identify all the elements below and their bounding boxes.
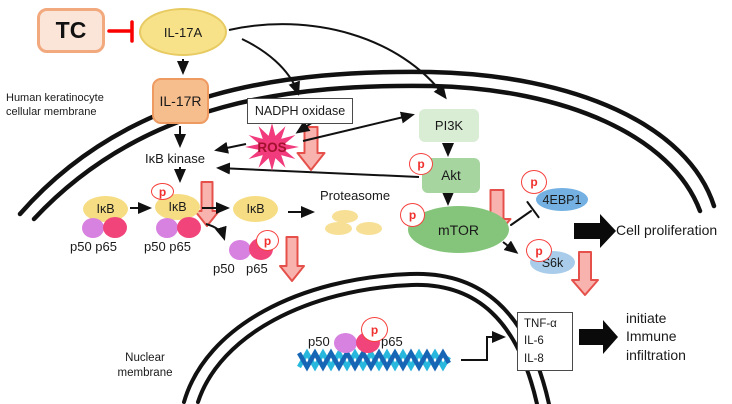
proteasome-label: Proteasome — [320, 188, 391, 203]
cytokine-box: TNF-α IL-6 IL-8 — [517, 312, 573, 371]
dna-helix — [297, 348, 451, 372]
p50-label-dna: p50 — [308, 334, 330, 349]
p65-subunit-2 — [177, 217, 201, 238]
p65-label-dna: p65 — [381, 334, 403, 349]
phospho-badge-p65-free: p — [256, 230, 279, 251]
cell-proliferation-label: Cell proliferation — [616, 222, 718, 238]
cytokine-tnf: TNF-α — [524, 318, 557, 330]
cytokine-il6: IL-6 — [524, 335, 544, 348]
arrow-release-p50p65 — [205, 223, 227, 241]
immune-infiltration-label: initiate Immune infiltration — [626, 310, 686, 363]
phospho-badge-mtor: p — [400, 203, 425, 227]
down-arrow-p65 — [279, 236, 305, 282]
phospho-badge-s6k: p — [526, 239, 552, 262]
p65-label-free: p65 — [246, 261, 268, 276]
signal-arrows — [130, 23, 519, 361]
p50-p65-label-2: p50 p65 — [144, 239, 191, 254]
ikb-node-3: IκB — [233, 196, 278, 222]
p50-subunit-free — [229, 240, 251, 260]
down-arrow-ros — [296, 126, 326, 171]
proteasome-particle — [332, 210, 358, 223]
phospho-badge-akt: p — [409, 153, 433, 175]
arrow-il17a-pi3k — [228, 23, 447, 100]
phospho-badge-p65-dna: p — [361, 317, 388, 342]
ros-label: ROS — [257, 140, 286, 155]
pi3k-node: PI3K — [419, 109, 479, 142]
ros-burst: ROS — [245, 123, 299, 171]
arrow-cell-proliferation — [574, 214, 616, 248]
arrow-ros-pi3k — [302, 111, 415, 142]
ikb-kinase-label: IκB kinase — [145, 151, 205, 166]
p50-subunit-1 — [82, 218, 104, 238]
p50-label-free: p50 — [213, 261, 235, 276]
il17r-node: IL-17R — [152, 78, 209, 124]
p50-p65-label-1: p50 p65 — [70, 239, 117, 254]
cell-membrane-label: Human keratinocyte cellular membrane — [6, 92, 104, 119]
tc-inhibits-il17a — [107, 20, 134, 43]
arrow-akt-ikk — [216, 162, 420, 178]
p65-subunit-1 — [103, 217, 127, 238]
nadph-oxidase-node: NADPH oxidase — [247, 98, 353, 124]
cytokine-il8: IL-8 — [524, 352, 544, 365]
down-arrow-ikb — [194, 181, 220, 227]
phospho-badge-ikb: p — [151, 183, 174, 200]
arrow-il17a-nadph — [241, 38, 300, 96]
4ebp1-node: 4EBP1 — [536, 188, 588, 211]
arrow-ros-ikk — [214, 141, 247, 154]
cell-membrane-arc — [17, 69, 717, 222]
arrow-dna-cytokines — [461, 331, 506, 361]
inhibition-connectors — [107, 20, 540, 226]
arrow-immune-infiltration — [579, 320, 618, 354]
nuclear-membrane-label: Nuclear membrane — [117, 352, 173, 379]
arrow-mtor-s6k — [502, 240, 519, 254]
outcome-arrows — [574, 214, 618, 354]
phospho-badge-4ebp1: p — [521, 170, 547, 194]
tc-node: TC — [37, 8, 105, 53]
il17a-node: IL-17A — [139, 8, 227, 56]
proteasome-particle — [325, 222, 352, 235]
p50-subunit-dna — [334, 333, 357, 353]
proteasome-particle — [356, 222, 382, 235]
p50-subunit-2 — [156, 218, 178, 238]
mtor-inhibits-4ebp1 — [510, 201, 540, 226]
down-arrow-s6k — [571, 251, 599, 296]
